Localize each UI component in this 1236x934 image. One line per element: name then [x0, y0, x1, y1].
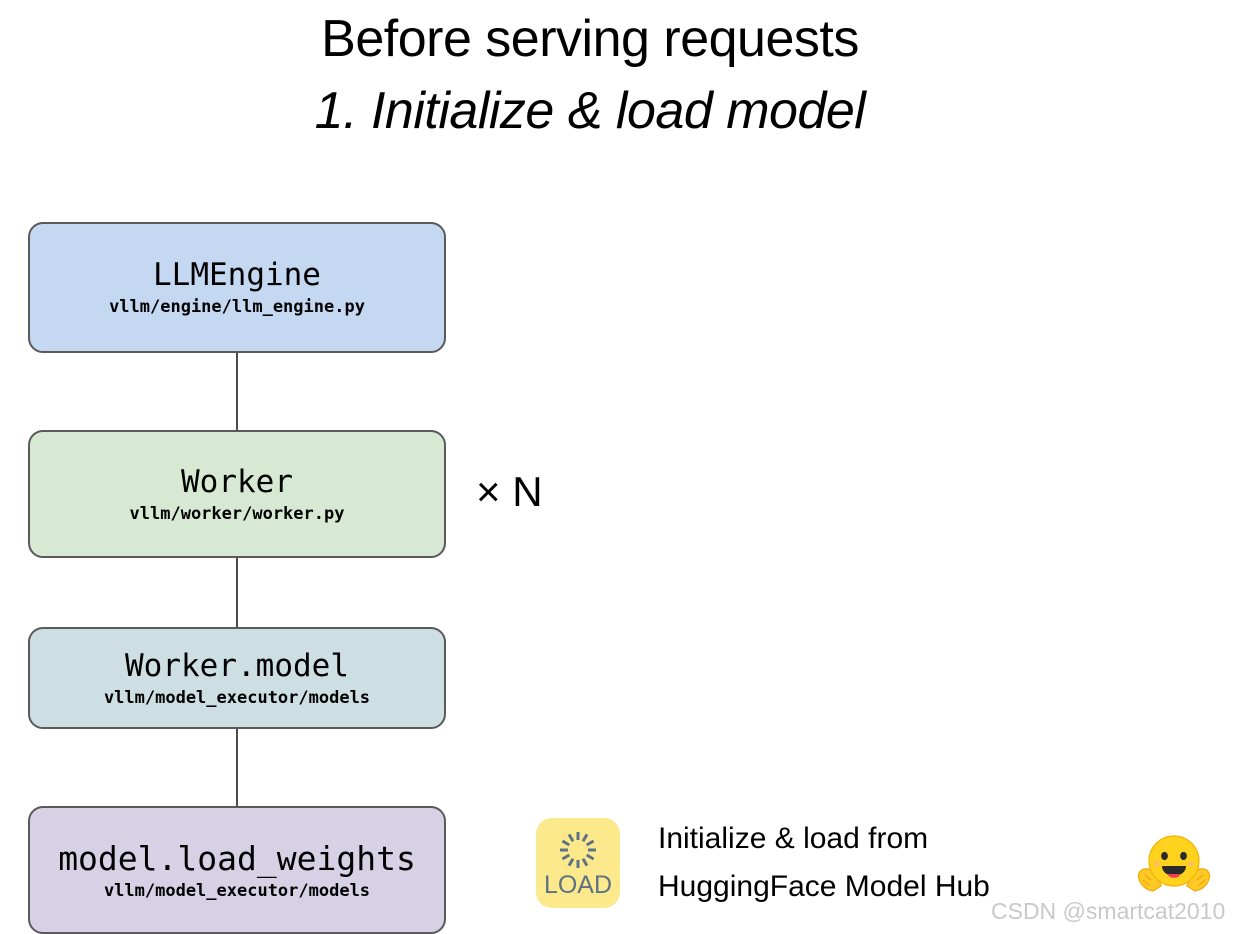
title-line-secondary: 1. Initialize & load model [314, 82, 866, 140]
flow-node-llmengine[interactable]: LLMEngine vllm/engine/llm_engine.py [28, 222, 446, 353]
worker-multiplier-label: × N [476, 468, 543, 515]
title-line-primary: Before serving requests [321, 10, 859, 68]
load-icon: LOAD [536, 818, 620, 908]
flow-node-worker-model[interactable]: Worker.model vllm/model_executor/models [28, 627, 446, 729]
flow-node-title: Worker.model [125, 647, 349, 684]
connector-worker-to-workermodel [236, 558, 238, 627]
load-icon-label: LOAD [543, 870, 613, 899]
huggingface-logo-icon [1135, 828, 1213, 900]
flow-node-title: LLMEngine [153, 257, 321, 293]
legend-caption: Initialize & load from HuggingFace Model… [658, 815, 990, 911]
watermark: CSDN @smartcat2010 [991, 898, 1226, 924]
legend-row: LOAD Initialize & load from HuggingFace … [536, 815, 990, 911]
flow-node-title: Worker [181, 463, 293, 500]
legend-caption-line2: HuggingFace Model Hub [658, 870, 990, 903]
flow-node-path: vllm/worker/worker.py [129, 503, 345, 524]
connector-llmengine-to-worker [236, 353, 238, 430]
flow-node-path: vllm/model_executor/models [103, 687, 371, 708]
flow-node-title: model.load_weights [58, 839, 416, 878]
flow-node-model-load-weights[interactable]: model.load_weights vllm/model_executor/m… [28, 806, 446, 934]
connector-workermodel-to-loadweights [236, 729, 238, 806]
spinner-icon [557, 829, 599, 871]
flow-node-path: vllm/engine/llm_engine.py [109, 297, 365, 317]
flow-node-worker[interactable]: Worker vllm/worker/worker.py [28, 430, 446, 558]
flow-node-path: vllm/model_executor/models [103, 881, 371, 901]
page-title: Before serving requests 1. Initialize & … [0, 4, 1180, 148]
legend-caption-line1: Initialize & load from [658, 822, 929, 855]
